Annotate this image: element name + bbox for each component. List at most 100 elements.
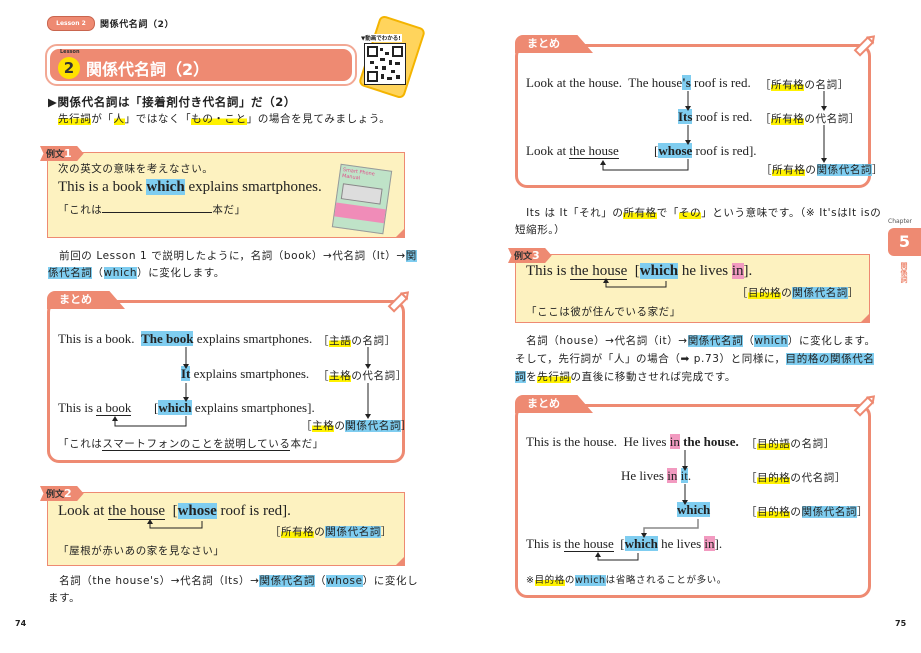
running-title: 関係代名詞（2） — [100, 20, 175, 30]
text-segment: explains smartphones. — [184, 179, 322, 195]
highlighted-text: which — [103, 267, 138, 279]
highlighted-text: 目的格 — [757, 506, 791, 518]
highlighted-text: 主格 — [329, 370, 352, 382]
text-segment: ［ — [760, 113, 772, 125]
text-segment: ※ — [526, 575, 535, 586]
summary-row-1: This is the house. He lives in the house… — [526, 434, 739, 450]
tag-number: 2 — [64, 487, 72, 500]
summary-row-1-label: ［目的語の名詞］ — [746, 436, 835, 451]
summary-1-box: まとめ This is a book. The book explains sm… — [47, 291, 411, 463]
text-segment: ［ — [736, 287, 748, 299]
lesson-number-badge: 2 — [58, 57, 80, 79]
highlighted-text: 目的語 — [757, 438, 791, 450]
text-segment: Its は It「それ」の — [515, 207, 624, 219]
highlighted-text: whose — [177, 503, 217, 519]
highlighted-text: which — [158, 400, 192, 415]
text-segment: の代名詞］ — [790, 472, 846, 484]
text-segment: の代名詞］ — [351, 370, 407, 382]
summary-note: ※目的格のwhichは省略されることが多い。 — [526, 572, 727, 586]
text-segment: の代名詞］ — [804, 113, 860, 125]
highlighted-text: 所有格 — [280, 526, 315, 538]
underlined-text: the house — [569, 143, 619, 159]
text-segment: This is a book. — [58, 331, 142, 346]
text-segment: roof is red]. — [692, 143, 757, 158]
pencil-icon — [853, 35, 876, 57]
highlighted-text: 目的格 — [534, 575, 565, 586]
summary-row-1-label: ［主語の名詞］ — [318, 333, 396, 348]
text-segment: roof is red]. — [216, 503, 291, 519]
translation-prompt: 「これは本だ」 — [58, 202, 246, 217]
summary-row-3-clause: [which explains smartphones]. — [154, 400, 315, 416]
highlighted-text: which — [639, 263, 679, 279]
example-label: ［目的格の関係代名詞］ — [737, 285, 859, 300]
text-segment: Look at — [58, 503, 108, 519]
pencil-icon — [853, 395, 876, 417]
example-translation: 「屋根が赤いあの家を見なさい」 — [58, 545, 225, 557]
summary-tab: まとめ — [47, 291, 125, 309]
text-segment: ］ — [380, 526, 392, 538]
smartphone-manual-illustration: Smart Phone Manual — [331, 163, 393, 235]
highlighted-text: 関係代名詞 — [816, 164, 873, 176]
text-segment: ]. — [714, 536, 723, 551]
summary-2-box: まとめ Look at the house. The house's roof … — [515, 35, 883, 188]
text-segment: （ — [314, 575, 327, 587]
corner-fold — [395, 228, 405, 238]
highlighted-text: 関 — [405, 250, 417, 262]
lesson-title-bar: Lesson 2 関係代名詞（2） — [45, 44, 357, 86]
highlighted-text: which — [574, 575, 606, 586]
highlighted-text: 関係代名詞 — [345, 420, 401, 432]
example-sentence: Look at the house [whose roof is red]. — [58, 503, 291, 520]
text-segment: [ — [627, 263, 640, 279]
text-segment: ］ — [857, 506, 869, 518]
example-sentence: This is the house [which he lives in]. — [526, 263, 752, 280]
text-segment: the house. — [679, 434, 739, 449]
text-segment: の — [781, 287, 793, 299]
translation-start: 「これは — [58, 204, 103, 216]
highlighted-text: 関係代名詞 — [801, 506, 858, 518]
example-instruction: 次の英文の意味を考えなさい。 — [58, 163, 214, 175]
text-segment: [ — [165, 503, 178, 519]
text-segment: ）に変化し — [362, 575, 419, 587]
text-segment: [ — [654, 143, 659, 158]
highlighted-text: which — [624, 536, 658, 551]
corner-fold — [860, 313, 870, 323]
chapter-label: Chapter — [888, 218, 912, 225]
corner-fold — [395, 556, 405, 566]
manual-band — [334, 202, 386, 224]
highlighted-text: 人 — [113, 113, 125, 125]
text-segment: This is — [58, 400, 97, 415]
text-segment: ］ — [872, 164, 884, 176]
text-segment: ［ — [746, 472, 758, 484]
qr-code-icon[interactable] — [364, 43, 406, 85]
chapter-tab[interactable]: 5 — [888, 228, 921, 256]
summary-row-3-label: ［主格の関係代名詞］ — [301, 418, 412, 433]
text-segment: he lives — [657, 536, 705, 551]
paragraph-1-line-2: 係代名詞（which）に変化します。 — [48, 265, 225, 280]
text-segment: ［ — [301, 420, 313, 432]
example-3-box: This is the house [which he lives in]. ［… — [515, 254, 870, 323]
tag-number: 3 — [532, 249, 540, 262]
highlighted-text: 詞 — [515, 371, 527, 383]
summary-tab: まとめ — [515, 395, 593, 413]
text-segment: の名詞］ — [804, 79, 849, 91]
text-segment: ［ — [318, 335, 330, 347]
text-segment: ］ — [400, 420, 413, 432]
text-segment: 」という意味です。（※ It'sはIt isの — [701, 207, 882, 219]
text-segment: He lives — [621, 468, 668, 483]
highlighted-text: 所有格 — [772, 164, 806, 176]
underlined-text: スマートフォンのことを説明している — [102, 438, 291, 451]
highlighted-text: 所有格 — [771, 113, 805, 125]
text-segment: ます。 — [48, 592, 81, 604]
highlighted-text: which — [677, 502, 711, 517]
paragraph-2-line-1: 名詞（the house's）→代名詞（Its）→関係代名詞（whose）に変化… — [48, 573, 418, 588]
paragraph-3-line-2: 短縮形。） — [515, 222, 565, 237]
underlined-text: the house — [570, 263, 628, 280]
text-segment: ［ — [761, 164, 773, 176]
text-segment: ［ — [269, 526, 281, 538]
answer-blank[interactable] — [102, 202, 213, 213]
text-segment: の — [564, 575, 575, 586]
highlighted-text: in — [704, 536, 715, 551]
paragraph-1-line-1: 前回の Lesson 1 で説明したように，名詞（book）→代名詞（It）→関 — [48, 248, 417, 263]
highlighted-text: Its — [678, 109, 693, 124]
